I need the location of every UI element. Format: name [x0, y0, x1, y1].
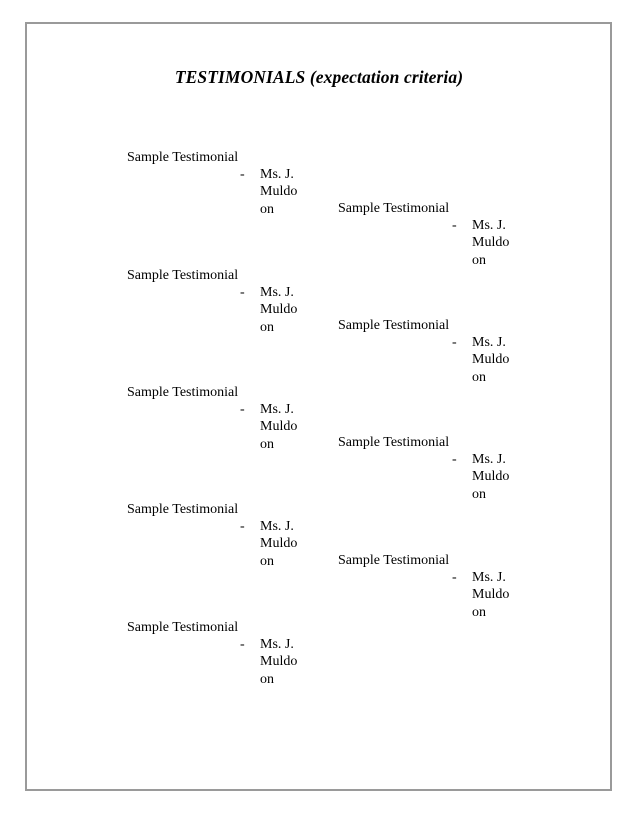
testimonial-heading: Sample Testimonial [338, 553, 450, 568]
attribution-name-line: Ms. J. [260, 402, 294, 418]
attribution-name-line: Ms. J. [260, 167, 294, 183]
attribution-name-line: Muldo [260, 184, 298, 200]
attribution-spacer [127, 166, 238, 218]
attribution-name-line: Ms. J. [472, 218, 506, 234]
testimonial-heading: Sample Testimonial [127, 502, 239, 517]
page-title: TESTIMONIALS (expectation criteria) [174, 66, 464, 87]
attribution-name-line: Muldo [472, 235, 510, 251]
attribution-spacer [127, 636, 238, 688]
attribution-name-line: Muldo [260, 302, 298, 318]
page-sheet [25, 22, 612, 791]
attribution-name-line: Muldo [472, 469, 510, 485]
attribution-dash-bullet: - [240, 402, 245, 418]
attribution-spacer [127, 401, 238, 453]
attribution-dash-bullet: - [452, 218, 457, 234]
testimonial-heading: Sample Testimonial [127, 620, 239, 635]
attribution-dash-bullet: - [452, 452, 457, 468]
attribution-dash-bullet: - [452, 335, 457, 351]
attribution-name-line: Ms. J. [472, 335, 506, 351]
attribution-name-line: Muldo [472, 587, 510, 603]
attribution-dash-bullet: - [240, 519, 245, 535]
attribution-name-line: on [260, 319, 274, 335]
attribution-name-line: Ms. J. [472, 452, 506, 468]
attribution-spacer [338, 569, 449, 621]
attribution-name-line: Ms. J. [260, 519, 294, 535]
attribution-name-line: Ms. J. [472, 570, 506, 586]
testimonial-heading: Sample Testimonial [338, 318, 450, 333]
attribution-spacer [127, 518, 238, 570]
attribution-name-line: on [260, 553, 274, 569]
attribution-dash-bullet: - [240, 167, 245, 183]
testimonial-heading: Sample Testimonial [127, 150, 239, 165]
testimonial-heading: Sample Testimonial [338, 435, 450, 450]
attribution-name-line: on [260, 671, 274, 687]
attribution-name-line: on [472, 252, 486, 268]
attribution-name-line: Muldo [260, 536, 298, 552]
testimonial-heading: Sample Testimonial [338, 201, 450, 216]
attribution-name-line: on [260, 201, 274, 217]
attribution-spacer [127, 284, 238, 336]
attribution-name-line: Ms. J. [260, 285, 294, 301]
attribution-dash-bullet: - [452, 570, 457, 586]
attribution-spacer [338, 217, 449, 269]
attribution-name-line: Muldo [260, 419, 298, 435]
attribution-name-line: Muldo [260, 654, 298, 670]
attribution-name-line: on [260, 436, 274, 452]
attribution-name-line: on [472, 604, 486, 620]
attribution-name-line: Ms. J. [260, 637, 294, 653]
attribution-name-line: Muldo [472, 352, 510, 368]
attribution-spacer [338, 451, 449, 503]
attribution-dash-bullet: - [240, 285, 245, 301]
testimonial-heading: Sample Testimonial [127, 268, 239, 283]
attribution-dash-bullet: - [240, 637, 245, 653]
attribution-name-line: on [472, 486, 486, 502]
attribution-name-line: on [472, 369, 486, 385]
attribution-spacer [338, 334, 449, 386]
testimonial-heading: Sample Testimonial [127, 385, 239, 400]
